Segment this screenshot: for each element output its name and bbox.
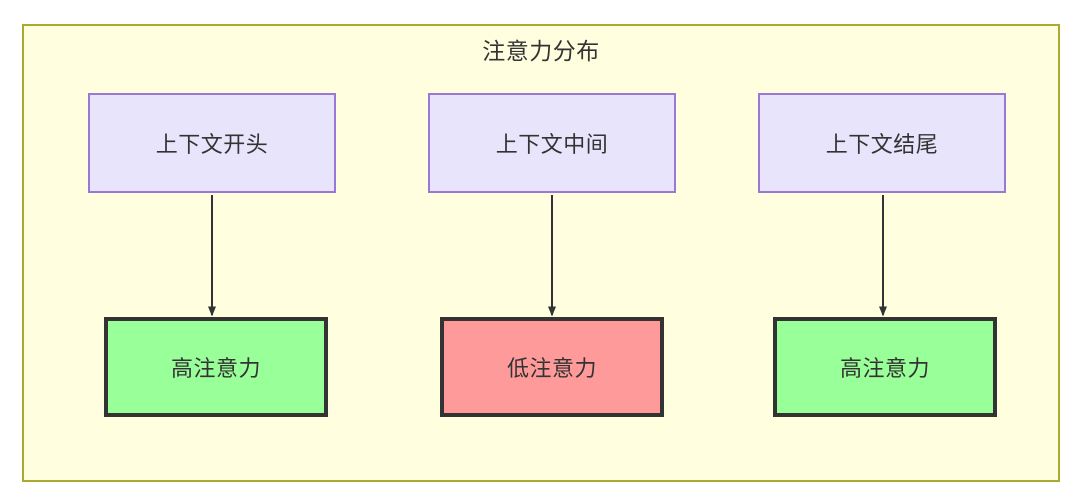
node-attention-high-start[interactable]: 高注意力 <box>104 317 328 417</box>
subgraph-title: 注意力分布 <box>482 38 600 64</box>
node-attention-low-middle[interactable]: 低注意力 <box>440 317 664 417</box>
node-context-end[interactable]: 上下文结尾 <box>758 93 1006 193</box>
node-context-middle[interactable]: 上下文中间 <box>428 93 676 193</box>
node-attention-high-end[interactable]: 高注意力 <box>773 317 997 417</box>
node-context-start[interactable]: 上下文开头 <box>88 93 336 193</box>
